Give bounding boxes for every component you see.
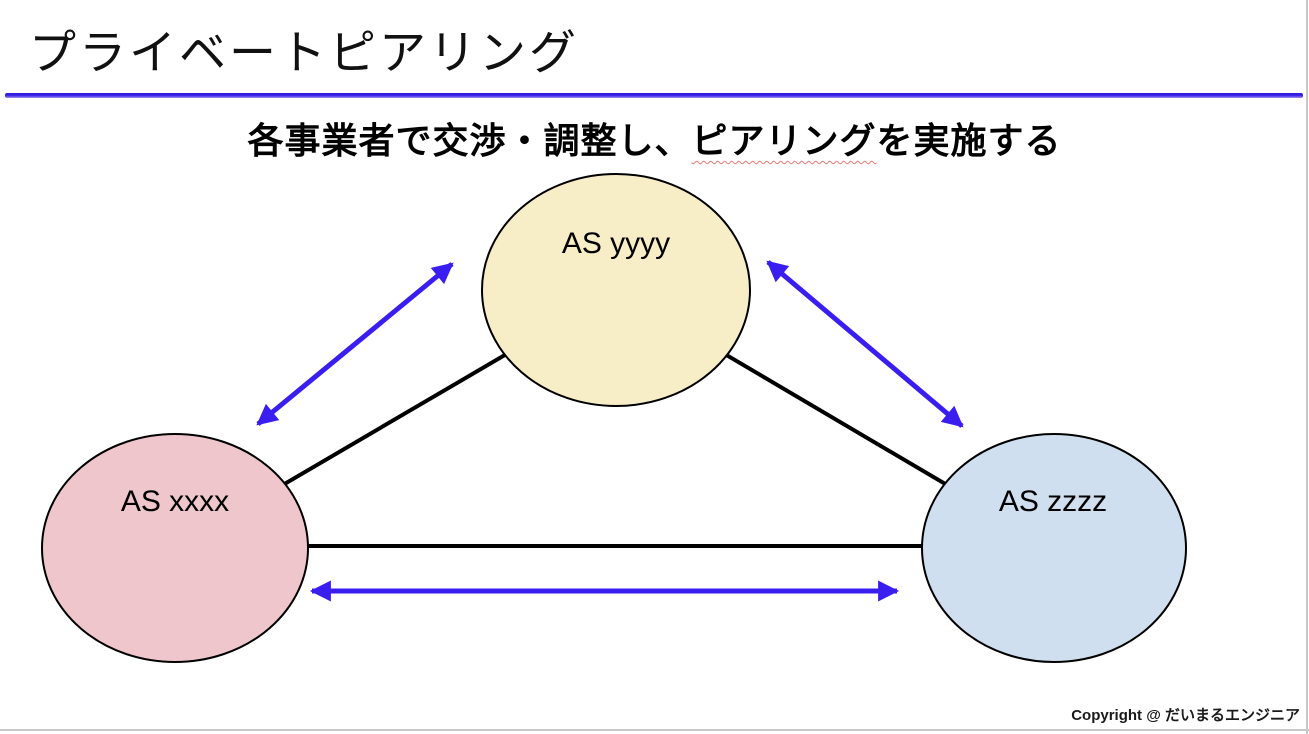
- arrow-yyyy-zzzz: [766, 260, 964, 428]
- slide-subtitle: 各事業者で交渉・調整し、ピアリングを実施する: [0, 112, 1309, 164]
- node-label-as-xxxx: AS xxxx: [120, 485, 230, 518]
- node-as-yyyy: [481, 173, 751, 407]
- slide-title: プライベートピアリング: [29, 26, 579, 79]
- node-label-as-zzzz: AS zzzz: [998, 485, 1108, 518]
- title-underline-rule: [5, 93, 1303, 98]
- subtitle-emphasized-word: ピアリング: [691, 120, 877, 161]
- copyright-text: Copyright @ だいまるエンジニア: [1071, 707, 1300, 724]
- window-border-bottom: [0, 729, 1309, 731]
- subtitle-prefix: 各事業者で交渉・調整し、: [247, 120, 692, 161]
- subtitle-suffix: を実施する: [876, 120, 1062, 161]
- arrow-xxxx-yyyy: [256, 262, 454, 426]
- node-as-zzzz: [921, 433, 1187, 663]
- window-border-right: [1306, 0, 1308, 734]
- node-label-as-yyyy: AS yyyy: [561, 227, 671, 260]
- node-as-xxxx: [41, 433, 309, 663]
